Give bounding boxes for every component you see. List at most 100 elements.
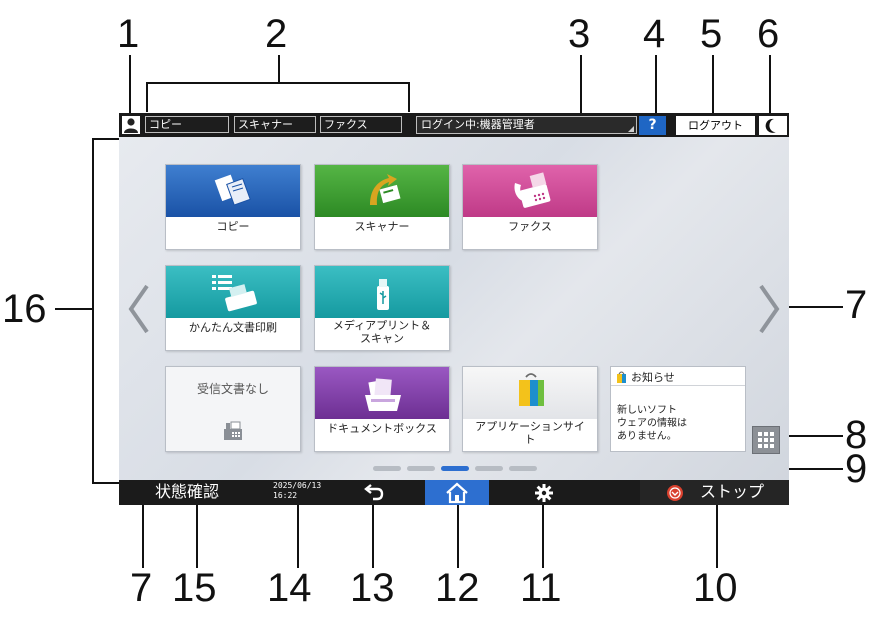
callout-bracket-2-left [146,82,148,112]
quick-print-label: かんたん文書印刷 [189,321,277,334]
page-dot-active[interactable] [441,466,469,471]
app-copy[interactable]: コピー [165,164,301,250]
notice-divider [611,385,745,386]
page-dot[interactable] [475,466,503,471]
user-icon[interactable] [122,116,140,134]
app-media-print-scan[interactable]: メディアプリント＆ スキャン [314,265,450,351]
copy-icon [214,174,251,206]
shortcut-tab-scanner[interactable]: スキャナー [234,116,316,133]
callout-bracket-2 [146,82,410,84]
notice-line-1: 新しいソフト [617,405,677,416]
shopping-bag-icon [519,373,544,406]
docbox-header [315,367,449,419]
check-status-button[interactable]: 状態確認 [155,482,220,501]
home-icon [446,482,468,504]
notice-title: お知らせ [631,371,675,384]
scanner-label: スキャナー [354,220,410,233]
app-quick-print[interactable]: かんたん文書印刷 [165,265,301,351]
app-list-button[interactable] [752,426,780,454]
callout-line-10 [716,505,718,568]
quick-print-header [166,266,300,318]
page-dot[interactable] [407,466,435,471]
callout-bracket-16-top [92,138,120,140]
callout-line-2-stem [278,55,280,83]
energy-saver-button[interactable] [759,116,787,135]
page-right-arrow[interactable] [755,283,783,335]
home-button[interactable] [425,480,489,505]
app-scanner[interactable]: スキャナー [314,164,450,250]
copy-header [166,165,300,217]
callout-7-left: 7 [130,566,153,610]
callout-line-12 [457,505,459,568]
callout-14: 14 [267,566,312,610]
date-time: 2025/06/13 16:22 [273,481,321,501]
callout-line-15 [196,505,198,568]
callout-line-11 [542,505,544,568]
appsite-label-line1: アプリケーションサイ [475,420,585,433]
scanner-icon [370,174,401,205]
appsite-label: アプリケーションサイ ト [463,418,597,446]
callout-12: 12 [435,566,480,610]
callout-line-1 [129,55,131,113]
callout-3: 3 [568,12,591,56]
notice-line-3: ありません。 [617,431,677,442]
time-text: 16:22 [273,491,298,500]
callout-line-3 [580,55,582,113]
callout-6: 6 [757,12,780,56]
shortcut-tab-fax[interactable]: ファクス [320,116,402,133]
page-left-arrow[interactable] [125,283,153,335]
scanner-header [315,165,449,217]
home-screen-panel: コピー スキャナー ファクス [119,137,789,480]
callout-line-6 [769,55,771,113]
app-document-box[interactable]: ドキュメントボックス [314,366,450,452]
callout-line-13 [372,505,374,568]
notice-bag-icon [617,371,626,383]
fax-machine-icon [224,421,242,440]
callout-5: 5 [700,12,723,56]
page-dot[interactable] [509,466,537,471]
document-box-icon [365,378,401,411]
shortcut-tab-copy[interactable]: コピー [145,116,229,133]
callout-10: 10 [693,566,738,610]
back-icon[interactable] [361,482,385,504]
appsite-label-line2: ト [524,433,536,446]
media-label-line1: メディアプリント＆ [332,319,432,332]
grid-icon [758,432,774,448]
settings-gear-icon[interactable] [533,482,555,504]
stop-icon [667,485,683,501]
date-text: 2025/06/13 [273,481,322,490]
notice-widget[interactable]: お知らせ 新しいソフト ウェアの情報は ありません。 [610,366,746,452]
usb-icon [377,279,389,310]
login-status[interactable]: ログイン中:機器管理者 [416,116,637,134]
app-received-documents[interactable]: 受信文書なし [165,366,301,452]
callout-16: 16 [2,287,47,331]
callout-line-7-right [785,306,843,308]
stop-button[interactable] [640,480,789,505]
app-fax[interactable]: ファクス [462,164,598,250]
callout-13: 13 [350,566,395,610]
fax-label: ファクス [508,220,552,233]
docbox-label: ドキュメントボックス [327,422,437,435]
callout-line-16 [55,308,93,310]
media-header [315,266,449,318]
appsite-header [463,367,597,419]
callout-bracket-16 [92,138,94,484]
fax-icon [514,172,551,208]
page-dot[interactable] [373,466,401,471]
callout-7-right: 7 [845,283,868,327]
callout-bracket-16-bottom [92,482,127,484]
callout-line-14 [297,505,299,568]
printer-icon [212,275,257,312]
app-application-site[interactable]: アプリケーションサイ ト [462,366,598,452]
received-label: 受信文書なし [196,382,269,396]
callout-8: 8 [845,413,868,457]
help-button[interactable]: ? [639,116,666,135]
callout-2: 2 [265,12,288,56]
callout-15: 15 [172,566,217,610]
notice-line-2: ウェアの情報は [617,418,687,429]
callout-line-8 [781,435,843,437]
logout-button[interactable]: ログアウト [676,116,755,135]
moon-icon [765,118,776,133]
callout-bracket-2-right [408,82,410,112]
copy-label: コピー [216,220,250,233]
